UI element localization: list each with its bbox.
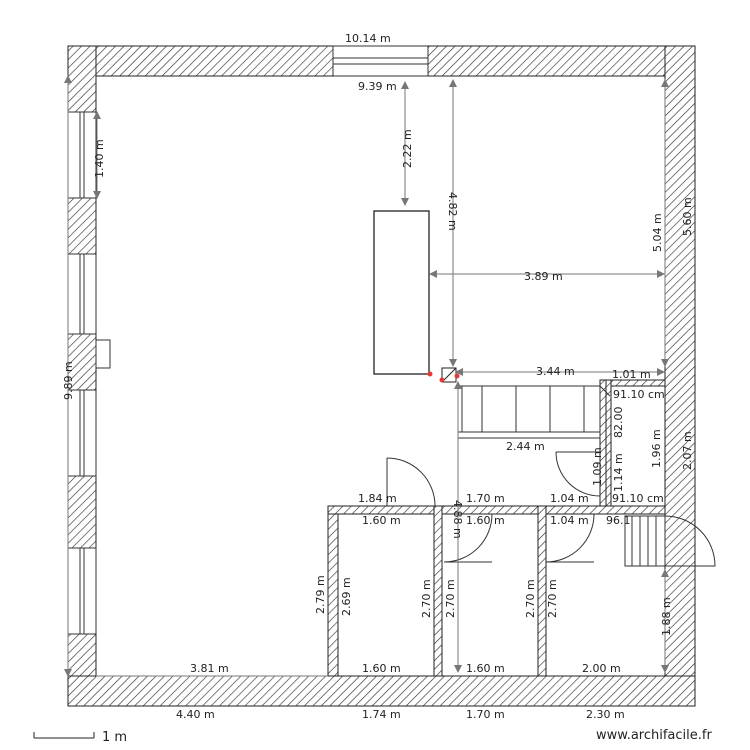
- dim-left-window: 1.40 m: [93, 139, 106, 178]
- dim-small-96: 96.1: [606, 514, 631, 527]
- dim-room1-outer: 1.84 m: [358, 492, 397, 505]
- doors: [386, 451, 716, 567]
- scale-label: 1 m: [102, 730, 127, 745]
- dim-r3-h-left: 2.70 m: [524, 579, 537, 618]
- dim-diag-long: 4.82 m: [446, 192, 459, 231]
- dimension-lines: [64, 75, 669, 677]
- dim-stair-bottom: 2.44 m: [506, 440, 545, 453]
- dim-right-207: 2.07 m: [681, 431, 694, 470]
- marker-point: [454, 373, 460, 379]
- dim-bottom-r1: 1.60 m: [362, 662, 401, 675]
- dim-stair-top: 3.44 m: [536, 365, 575, 378]
- dim-left-total: 9.89 m: [62, 361, 75, 400]
- dim-r2-h-right: 2.70 m: [444, 579, 457, 618]
- dimension-labels: 10.14 m 9.39 m 1.40 m 9.89 m 2.22 m 4.82…: [62, 32, 694, 721]
- dim-room3-outer: 1.04 m: [550, 492, 589, 505]
- dim-small-109: 1.09 m: [591, 447, 604, 486]
- staircase-outside: [624, 515, 666, 567]
- dim-out-440: 4.40 m: [176, 708, 215, 721]
- dim-r1-h-outer: 2.79 m: [314, 575, 327, 614]
- left-windows: [67, 111, 111, 635]
- dim-room2-inner: 1.60 m: [466, 514, 505, 527]
- marker-point: [439, 377, 445, 383]
- dim-r3-h-right: 2.70 m: [546, 579, 559, 618]
- dim-right-outer: 5.60 m: [681, 197, 694, 236]
- dim-island-right: 3.89 m: [524, 270, 563, 283]
- dim-out-170: 1.70 m: [466, 708, 505, 721]
- dim-small-top: 91.10 cm: [613, 388, 665, 401]
- dim-bottom-381: 3.81 m: [190, 662, 229, 675]
- dim-room2-outer: 1.70 m: [466, 492, 505, 505]
- dim-r2-h-left: 2.70 m: [420, 579, 433, 618]
- dim-small-114: 1.14 m: [612, 453, 625, 492]
- dim-top-outer: 10.14 m: [345, 32, 391, 45]
- interior-walls: [327, 379, 666, 677]
- window-top: [332, 45, 429, 77]
- dim-stair-right: 1.01 m: [612, 368, 651, 381]
- outer-walls: [67, 45, 696, 707]
- dim-out-174: 1.74 m: [362, 708, 401, 721]
- dim-out-230: 2.30 m: [586, 708, 625, 721]
- scale-bar: 1 m: [33, 730, 127, 745]
- dim-room3-inner: 1.04 m: [550, 514, 589, 527]
- staircase-main: [457, 385, 611, 439]
- dim-r1-h-inner: 2.69 m: [340, 577, 353, 616]
- dim-small-bottom: 91.10 cm: [612, 492, 664, 505]
- dim-right-188: 1.88 m: [660, 597, 673, 636]
- kitchen-island: [373, 210, 430, 375]
- dim-small-82: 82.00: [612, 407, 625, 439]
- dim-small-196: 1.96 m: [650, 429, 663, 468]
- dim-island-top: 2.22 m: [401, 129, 414, 168]
- dim-bottom-r2: 1.60 m: [466, 662, 505, 675]
- marker-point: [427, 371, 433, 377]
- dim-bottom-r3: 2.00 m: [582, 662, 621, 675]
- dim-right-inner: 5.04 m: [651, 213, 664, 252]
- dim-room1-inner: 1.60 m: [362, 514, 401, 527]
- dim-top-inner: 9.39 m: [358, 80, 397, 93]
- dim-diag-488: 4.88 m: [451, 500, 464, 539]
- watermark: www.archifacile.fr: [596, 728, 712, 743]
